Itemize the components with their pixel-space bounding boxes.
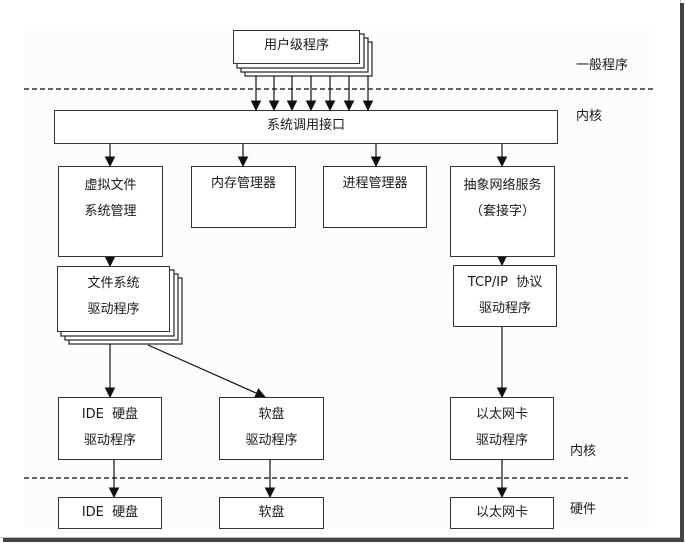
box-text: 抽象网络服务 <box>463 178 542 193</box>
layer-label-kernel-bottom: 内核 <box>570 444 597 459</box>
box-text: 驱动程序 <box>478 301 531 316</box>
box-text: IDE 硬盘 <box>81 407 139 422</box>
box-text: 用户级程序 <box>263 38 329 53</box>
ide-driver-box: IDE 硬盘 驱动程序 <box>58 397 162 460</box>
layer-label-kernel-top: 内核 <box>576 109 603 124</box>
ethernet-card-hardware-box: 以太网卡 <box>450 497 554 529</box>
box-text: 软盘 <box>258 407 285 422</box>
box-text: 系统调用接口 <box>266 118 345 133</box>
frame-shadow-bottom <box>3 538 684 542</box>
box-text: TCP/IP 协议 <box>467 275 543 290</box>
floppy-driver-box: 软盘 驱动程序 <box>219 397 324 460</box>
box-text: （套接字） <box>469 204 535 219</box>
box-text: 驱动程序 <box>87 302 140 317</box>
box-text: 系统管理 <box>84 204 137 219</box>
fs-driver-box: 文件系统 驱动程序 <box>57 266 170 332</box>
user-programs-box: 用户级程序 <box>233 30 360 64</box>
box-text: 软盘 <box>258 505 285 520</box>
box-text: 内存管理器 <box>210 176 276 191</box>
user-syscall-arrows <box>250 76 374 112</box>
ethernet-driver-box: 以太网卡 驱动程序 <box>450 397 554 460</box>
box-text: 驱动程序 <box>245 433 298 448</box>
tcpip-driver-box: TCP/IP 协议 驱动程序 <box>453 265 557 327</box>
memory-manager-box: 内存管理器 <box>191 166 296 228</box>
vfs-box: 虚拟文件 系统管理 <box>58 166 163 257</box>
network-services-box: 抽象网络服务 （套接字） <box>450 166 555 257</box>
box-text: 虚拟文件 <box>84 178 137 193</box>
box-text: 文件系统 <box>87 276 140 291</box>
box-text: 驱动程序 <box>83 433 136 448</box>
frame-shadow-right <box>680 3 684 542</box>
layer-label-hardware: 硬件 <box>570 502 597 517</box>
arrow-fsdriver-floppy <box>147 344 266 398</box>
floppy-hardware-box: 软盘 <box>219 497 324 529</box>
layer-label-user: 一般程序 <box>576 58 629 73</box>
box-text: IDE 硬盘 <box>81 505 139 520</box>
box-text: 以太网卡 <box>475 407 528 422</box>
box-text: 进程管理器 <box>342 176 408 191</box>
box-text: 以太网卡 <box>475 505 528 520</box>
ide-disk-hardware-box: IDE 硬盘 <box>58 497 162 529</box>
syscall-interface-box: 系统调用接口 <box>54 110 558 144</box>
box-text: 驱动程序 <box>475 433 528 448</box>
process-manager-box: 进程管理器 <box>323 166 427 228</box>
